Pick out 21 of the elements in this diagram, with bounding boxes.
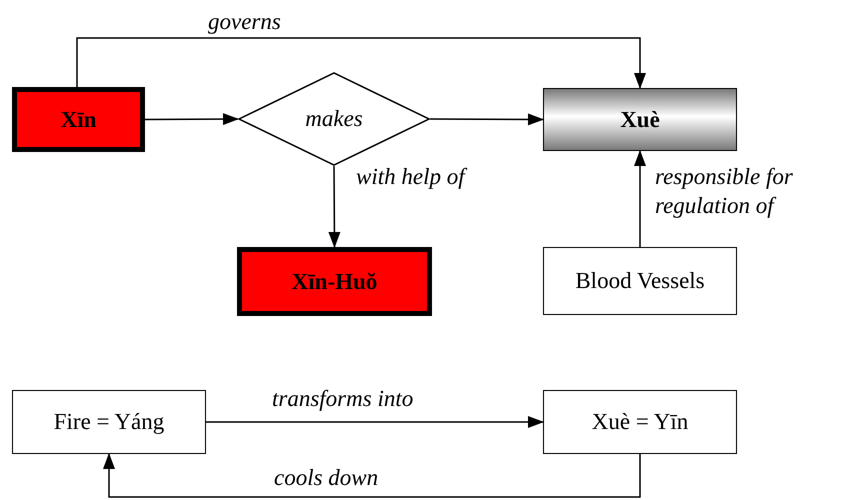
node-label: Blood Vessels [575, 268, 705, 294]
node-label: Xuè [620, 106, 660, 132]
arrow [145, 113, 239, 126]
arrow [103, 453, 641, 498]
process-box [237, 247, 432, 316]
arrow [76, 37, 646, 89]
arrow [206, 416, 544, 428]
process-box [543, 390, 737, 454]
arrow [430, 113, 544, 126]
node-label: Fire = Yáng [54, 409, 164, 435]
process-box [12, 87, 145, 152]
node-label: makes [305, 106, 363, 132]
node-label: Xīn-Huŏ [292, 268, 378, 294]
process-box [543, 247, 737, 315]
node-label: Xīn [60, 106, 96, 132]
arrow [328, 166, 340, 248]
process-box [12, 390, 206, 454]
arrow [634, 150, 646, 247]
process-box [543, 88, 737, 151]
node-label: Xuè = Yīn [592, 409, 688, 435]
decision-diamond [238, 72, 430, 166]
